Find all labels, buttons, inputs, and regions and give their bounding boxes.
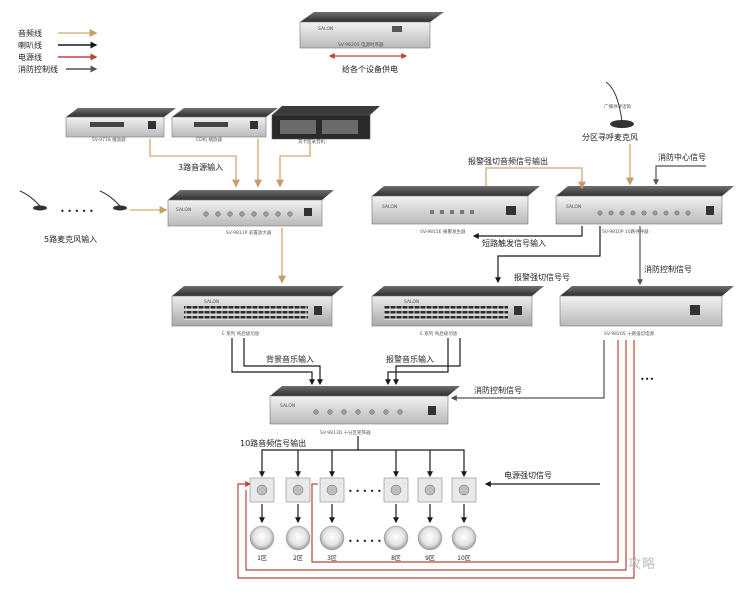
zone-label: 2区	[293, 555, 303, 562]
power-supply-note: 给各个设备供电	[342, 64, 398, 74]
zone-bus	[259, 436, 467, 478]
zone-group: 3区	[319, 477, 345, 562]
amp-1-label: E 系列 纯后级功放	[222, 330, 260, 337]
svg-text:SALON: SALON	[280, 403, 295, 409]
alarm-output-label: 报警强切音频信号输出	[468, 156, 548, 166]
ten-output-label: 10路音频信号输出	[240, 438, 306, 448]
zone-label: 3区	[327, 555, 337, 562]
paging-mic-label: 广播寻呼话筒	[604, 103, 631, 110]
zone-group: 1区	[249, 477, 275, 562]
ceiling-speaker-icon	[249, 525, 275, 551]
mic-icon-right	[99, 190, 127, 211]
speakers-ellipsis: • • • • •	[348, 537, 382, 546]
ceiling-speaker-icon	[319, 525, 345, 551]
alarm-music-label: 报警音乐输入	[386, 354, 434, 364]
power-supply-label: SV-9820S 十路强切电源	[604, 330, 655, 337]
mic-icon-paging: 广播寻呼话筒	[604, 81, 634, 128]
zone-group: 9区	[417, 477, 443, 562]
alarm-strong-label: 报警强切信号号	[514, 272, 570, 282]
volume-knob-icon	[292, 484, 304, 496]
power-ellipsis: •••	[640, 375, 654, 384]
device-amp-2: SALON E 系列 纯后级功放	[371, 286, 544, 337]
device-source-2: CD机 播放器	[171, 108, 278, 143]
legend-fire-label: 消防控制线	[18, 64, 58, 74]
bg-music-label: 背景音乐输入	[266, 354, 314, 364]
speaker-lines-amps	[231, 338, 461, 386]
audio-sources-label: 3路音源输入	[178, 162, 223, 172]
zone-label: 1区	[257, 555, 267, 562]
device-pager: SALON SV-9810P 10路寻呼器	[555, 186, 734, 235]
matrix-label: SV-9813D 十分区矩阵器	[320, 429, 371, 436]
ceiling-speaker-icon	[417, 525, 443, 551]
preamp-label: SV-9811P 前置放大器	[226, 229, 272, 236]
watermark: 攻略	[628, 557, 657, 572]
zone-group: 8区	[383, 477, 409, 562]
source-1-label: SV-9718 播放器	[92, 136, 126, 143]
alarm-generator-label: SV-9815E 报警发生器	[420, 228, 466, 235]
ceiling-speaker-icon	[383, 525, 409, 551]
ceiling-speaker-icon	[285, 525, 311, 551]
zone-label: 8区	[391, 555, 401, 562]
svg-text:SALON: SALON	[318, 26, 333, 32]
zone-label: 9区	[425, 555, 435, 562]
svg-text:SALON: SALON	[176, 207, 191, 213]
audio-lines-sources	[149, 139, 311, 188]
zones-ellipsis: • • • • •	[348, 487, 382, 496]
source-3-label: 双卡座录音机	[298, 138, 325, 145]
volume-knob-icon	[326, 484, 338, 496]
zone-group: 2区	[285, 477, 311, 562]
svg-text:SALON: SALON	[404, 299, 419, 305]
zone-label: 10区	[457, 555, 471, 562]
device-source-3: 双卡座录音机	[271, 106, 380, 145]
mics-input-label: 5路麦克风输入	[44, 234, 97, 244]
ceiling-speaker-icon	[451, 525, 477, 551]
source-2-label: CD机 播放器	[196, 136, 223, 143]
volume-knob-icon	[256, 484, 268, 496]
legend-audio-label: 音频线	[18, 28, 42, 38]
power-lines	[237, 340, 635, 579]
fire-control-label-2: 消防控制信号	[474, 385, 522, 395]
amp-2-label: E 系列 纯后级功放	[420, 330, 458, 337]
paging-mic-caption: 分区寻呼麦克风	[582, 132, 638, 142]
zones: 1区 2区 3区 8区 9区 10区	[249, 477, 477, 562]
fire-control-label: 消防控制信号	[644, 264, 692, 274]
device-preamp: SALON SV-9811P 前置放大器	[167, 190, 334, 236]
device-alarm-generator: SALON SV-9815E 报警发生器	[371, 186, 540, 235]
mics-ellipsis: • • • • •	[60, 207, 94, 216]
pager-label: SV-9810P 10路寻呼器	[602, 228, 649, 235]
mic-icon-left	[19, 190, 47, 211]
svg-text:SALON: SALON	[566, 204, 581, 210]
device-source-1: SV-9718 播放器	[65, 108, 176, 143]
legend-speaker-label: 喇叭线	[18, 40, 42, 50]
svg-text:SALON: SALON	[382, 204, 397, 210]
device-amp-1: SALON E 系列 纯后级功放	[171, 286, 344, 337]
volume-knob-icon	[424, 484, 436, 496]
volume-knob-icon	[458, 484, 470, 496]
power-cut-label: 电源强切信号	[504, 470, 552, 480]
device-power-timer: SALON SV-9620S 电源时序器	[299, 12, 444, 49]
device-power-supply: SV-9820S 十路强切电源	[559, 286, 734, 337]
svg-text:SALON: SALON	[204, 299, 219, 305]
legend-power-label: 电源线	[18, 52, 42, 62]
legend: 音频线 喇叭线 电源线 消防控制线	[18, 28, 98, 74]
volume-knob-icon	[390, 484, 402, 496]
short-trigger-label: 短路触发信号输入	[482, 238, 546, 248]
zone-group: 10区	[451, 477, 477, 562]
fire-center-label: 消防中心信号	[658, 152, 706, 162]
device-matrix: SALON SV-9813D 十分区矩阵器	[269, 386, 460, 436]
power-timer-label: SV-9620S 电源时序器	[338, 41, 384, 48]
